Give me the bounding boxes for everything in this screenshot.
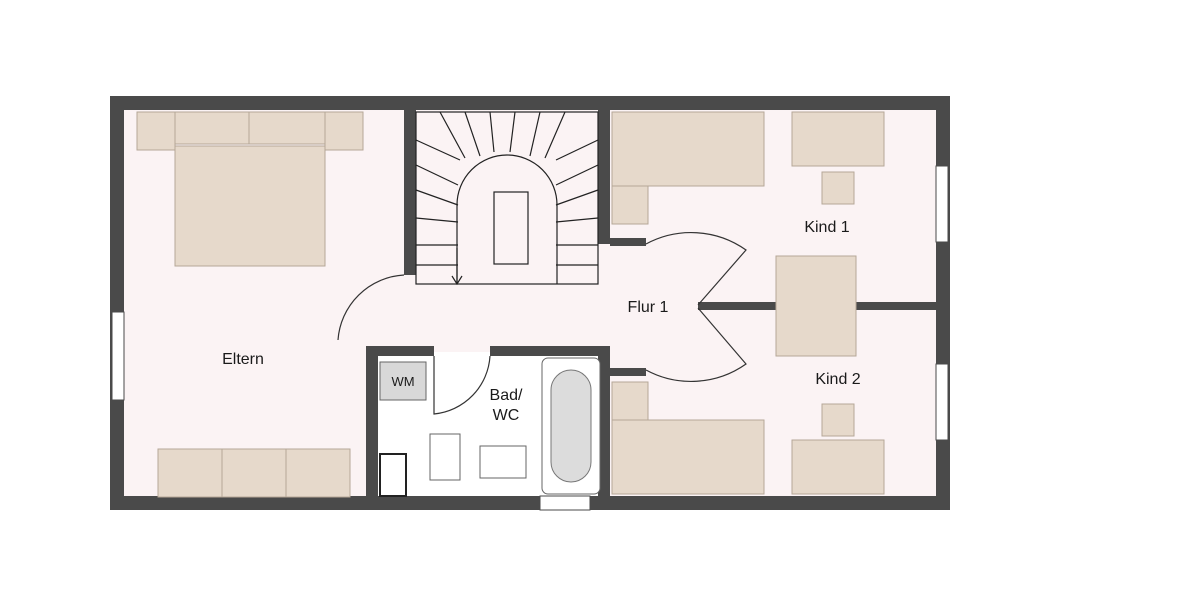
- window-kind1: [935, 165, 949, 243]
- desk-kind1: [791, 111, 885, 167]
- wardrobe-top-left: [136, 111, 176, 151]
- bathtub-inner: [550, 369, 592, 483]
- sink: [479, 445, 527, 479]
- toilet: [429, 433, 461, 481]
- bed-kind1: [611, 111, 765, 187]
- dresser-3: [285, 448, 351, 498]
- staircase: [415, 111, 599, 286]
- chair-kind1: [821, 171, 855, 205]
- nightstand-kind1: [611, 185, 649, 225]
- double-bed: [174, 145, 326, 267]
- nightstand-left: [174, 111, 250, 145]
- interior-walls: [366, 110, 936, 506]
- room-label-bad-2: WC: [493, 407, 520, 424]
- wardrobe-top-right: [324, 111, 364, 151]
- table-shared: [775, 255, 857, 357]
- bed-kind2: [611, 419, 765, 495]
- window-bad: [539, 495, 591, 511]
- windows: [111, 165, 949, 511]
- room-label-kind1: Kind 1: [804, 219, 849, 236]
- room-label-bad-1: Bad/: [490, 387, 523, 404]
- dresser-2: [221, 448, 287, 498]
- door-kind2: [645, 307, 747, 383]
- chair-kind2: [821, 403, 855, 437]
- door-kind1: [645, 231, 747, 306]
- window-eltern: [111, 311, 125, 401]
- bathroom-fixtures: [379, 357, 601, 497]
- cabinet: [379, 453, 407, 497]
- desk-kind2: [791, 439, 885, 495]
- door-eltern: [337, 274, 405, 341]
- dresser-1: [157, 448, 223, 498]
- room-label-flur: Flur 1: [628, 299, 669, 316]
- door-bad: [433, 355, 491, 415]
- eltern-furniture: [136, 111, 364, 498]
- window-kind2: [935, 363, 949, 441]
- nightstand-kind2: [611, 381, 649, 421]
- room-label-kind2: Kind 2: [815, 371, 860, 388]
- doors: [337, 231, 747, 415]
- nightstand-right: [248, 111, 326, 145]
- kind-furniture: [611, 111, 885, 495]
- washing-machine: [379, 361, 427, 401]
- room-label-eltern: Eltern: [222, 351, 264, 368]
- washing-machine-label: WM: [391, 374, 414, 389]
